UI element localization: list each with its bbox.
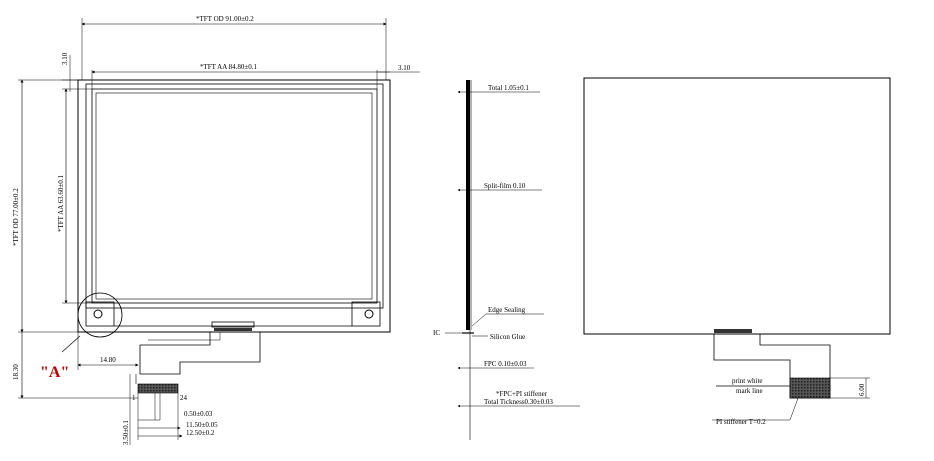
active-area-outer [85, 83, 384, 309]
fpc-thickness-label: FPC 0.10±0.03 [484, 360, 527, 368]
detail-a-circle [77, 292, 123, 338]
front-view [18, 18, 420, 445]
tft-aa-width-label: *TFT AA 84.80±0.1 [200, 63, 257, 71]
active-area-inner [91, 88, 378, 304]
side-view-labels: Total 1.05±0.1 Split-film 0.10 Edge Seal… [433, 84, 553, 406]
total-thickness-label: Total 1.05±0.1 [488, 84, 529, 92]
right-corner-tab [351, 301, 381, 327]
fpc-width-label: 12.50±0.2 [186, 429, 215, 437]
pi-stiffener-label: PI stiffener T=0.2 [716, 418, 766, 426]
active-area-frame [95, 92, 373, 300]
back-view-labels: print white mark line 6.00 PI stiffener … [716, 377, 866, 426]
panel-cross-section [466, 80, 470, 330]
edge-sealing-label: Edge Sealing [488, 306, 526, 314]
pitch-label: 0.50±0.03 [184, 410, 213, 418]
fpc-tail [139, 332, 261, 375]
pin-span-label: 11.50±0.05 [186, 421, 218, 429]
print-white-label: print white [732, 377, 763, 385]
left-corner-tab [85, 301, 115, 327]
tft-od-height-label: *TFT OD 77.00±0.2 [12, 188, 20, 246]
split-film-label: Split-film 0.10 [484, 182, 526, 190]
left-mount-hole [93, 309, 103, 319]
offset-top-label: 3.10 [61, 52, 69, 65]
tft-aa-height-label: *TFT AA 63.60±0.1 [57, 175, 65, 232]
fpc-contact-pads [137, 383, 179, 394]
fpc-length-label: 18.30 [12, 364, 20, 380]
front-view-labels: *TFT OD 91.00±0.2 *TFT AA 84.80±0.1 3.10… [12, 15, 411, 445]
tft-od-width-label: *TFT OD 91.00±0.2 [196, 15, 254, 23]
silicon-glue-label: Silicon Glue [490, 333, 525, 341]
pi-stiffener [789, 377, 831, 399]
fpc-offset-label: 14.80 [100, 356, 116, 364]
driver-ic [211, 321, 255, 328]
mark-line-label: mark line [736, 387, 763, 395]
offset-right-label: 3.10 [398, 64, 411, 72]
back-ic [714, 329, 752, 333]
pin-24-label: 24 [180, 394, 188, 402]
right-mount-hole [364, 309, 374, 319]
side-view [445, 80, 580, 440]
panel-outline [77, 79, 391, 333]
back-view [583, 77, 891, 421]
fpc-pi-stiffener-label: *FPC+PI stiffener [496, 390, 548, 398]
back-panel-outline [583, 77, 891, 335]
pin-1-label: 1 [132, 394, 136, 402]
total-tickness-label: Total Tickness0.30±0.03 [484, 398, 553, 406]
detail-a-label: "A" [40, 364, 69, 381]
back-stiffener-height-label: 6.00 [858, 383, 866, 396]
ic-label: IC [433, 329, 440, 337]
stiffener-height-label: 3.50±0.1 [122, 420, 130, 445]
